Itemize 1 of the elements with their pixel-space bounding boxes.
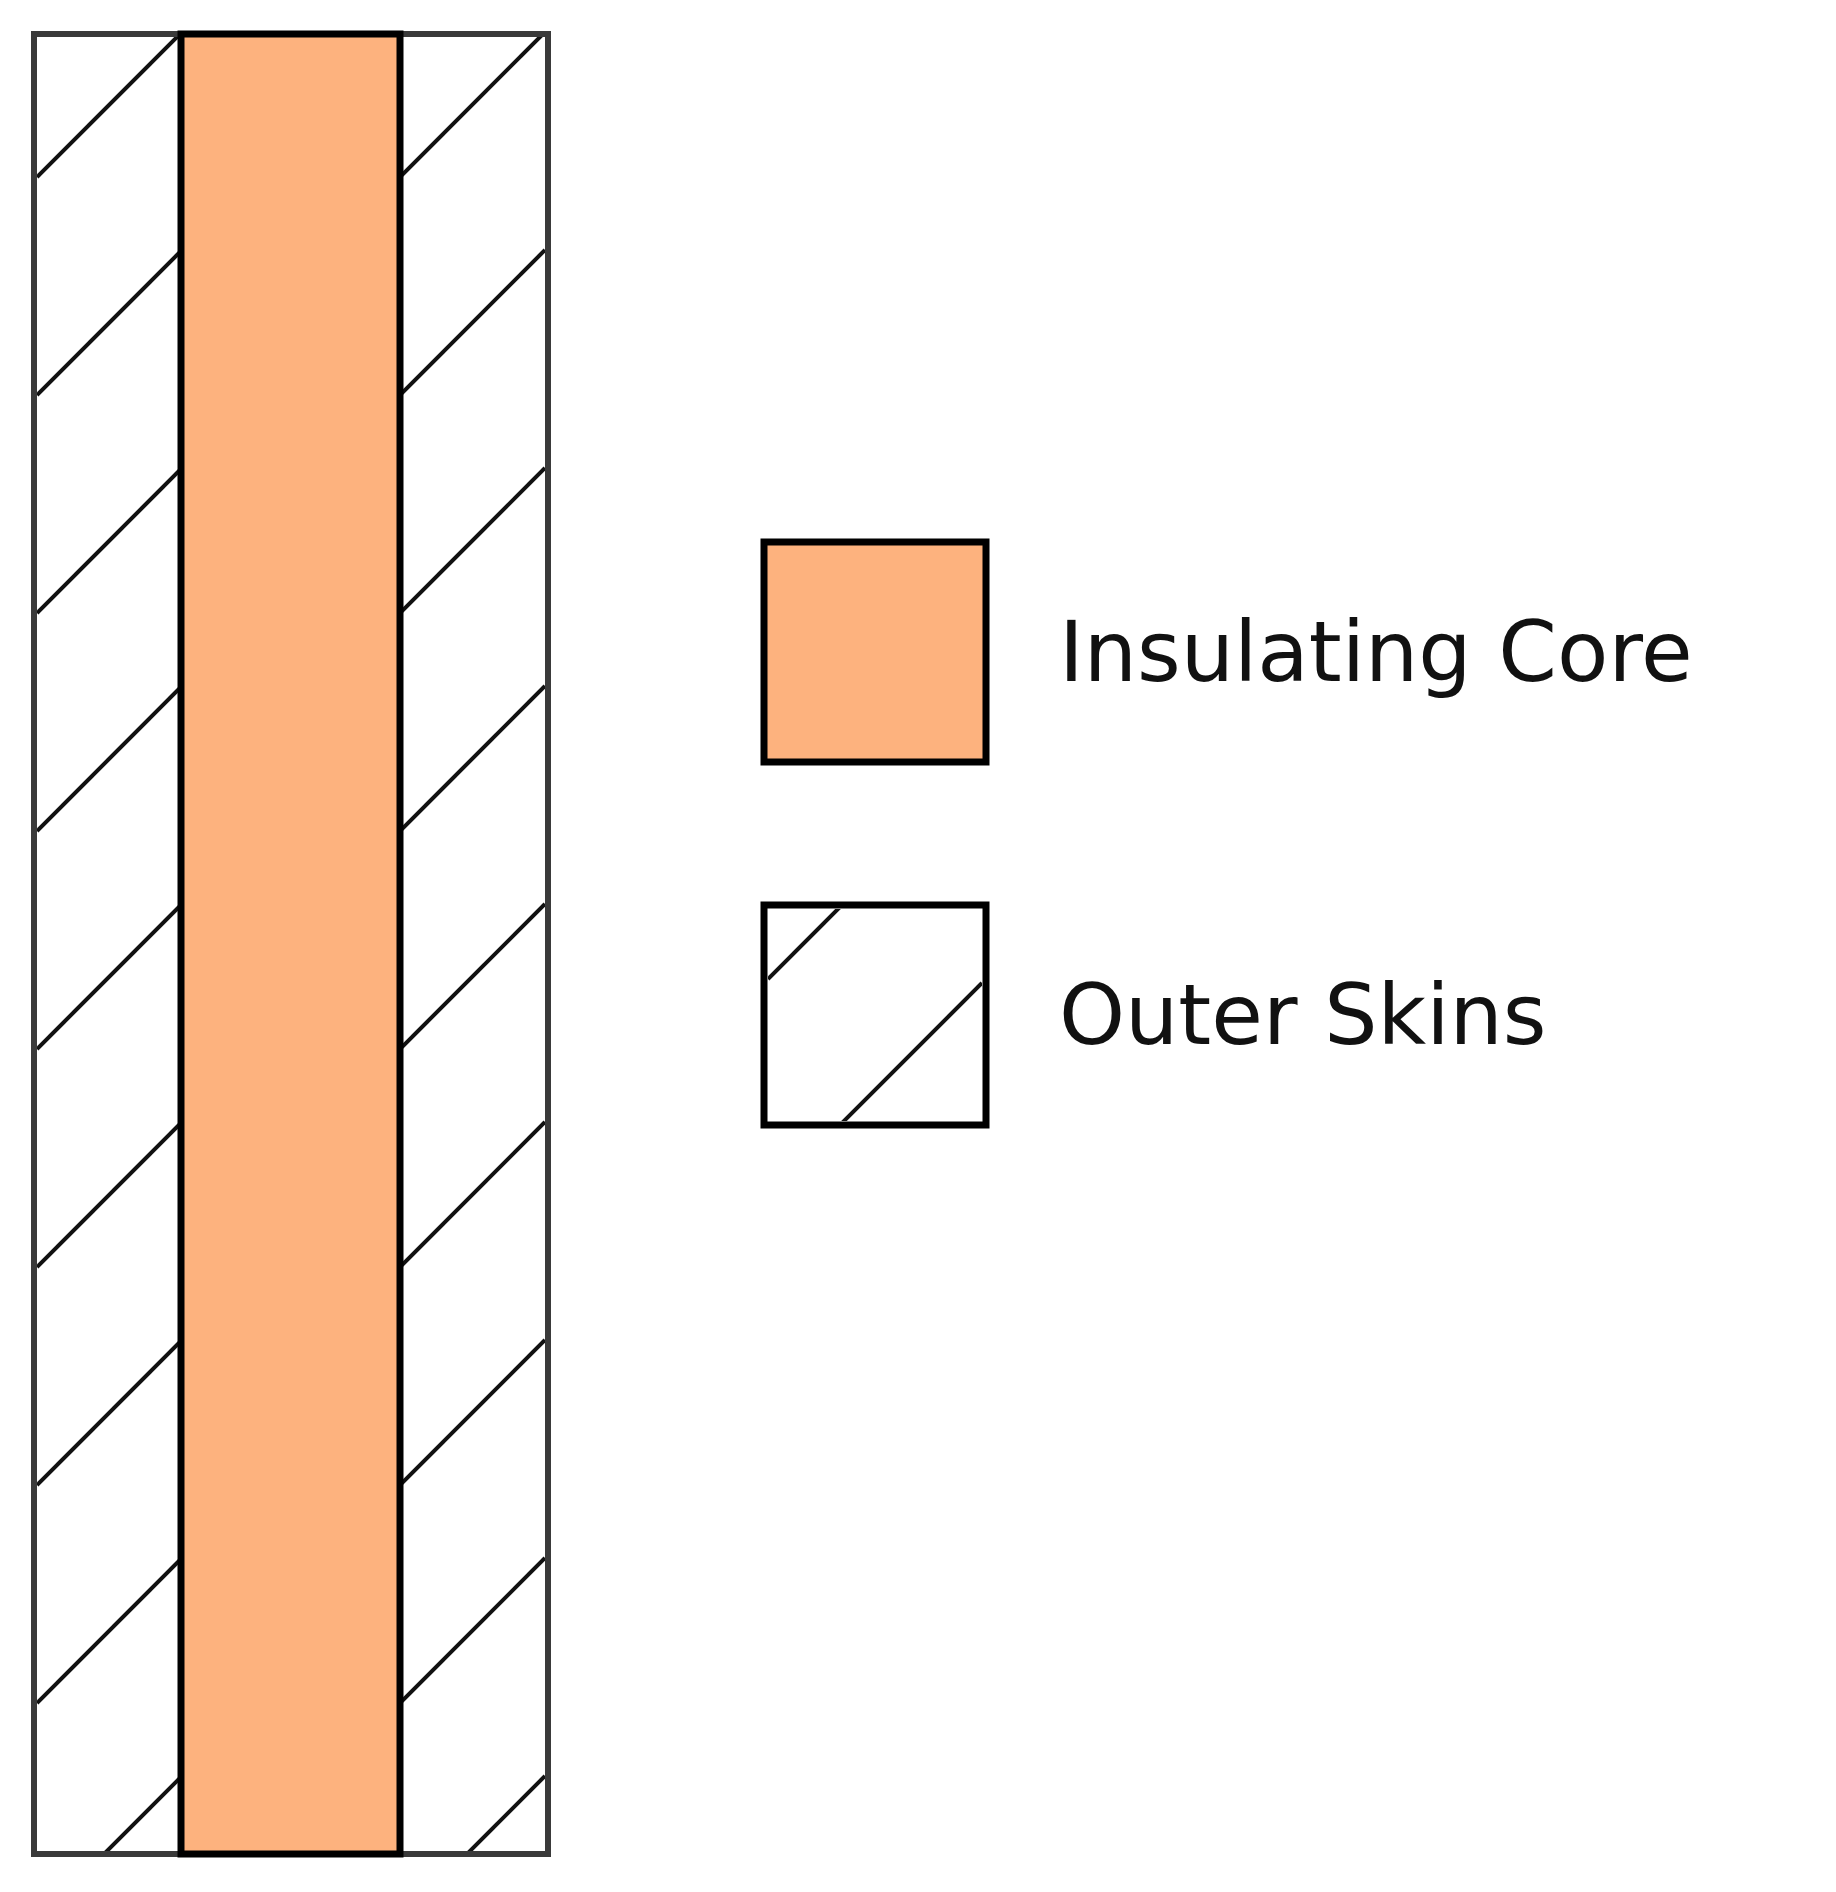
- legend-label: Outer Skins: [1059, 973, 1547, 1057]
